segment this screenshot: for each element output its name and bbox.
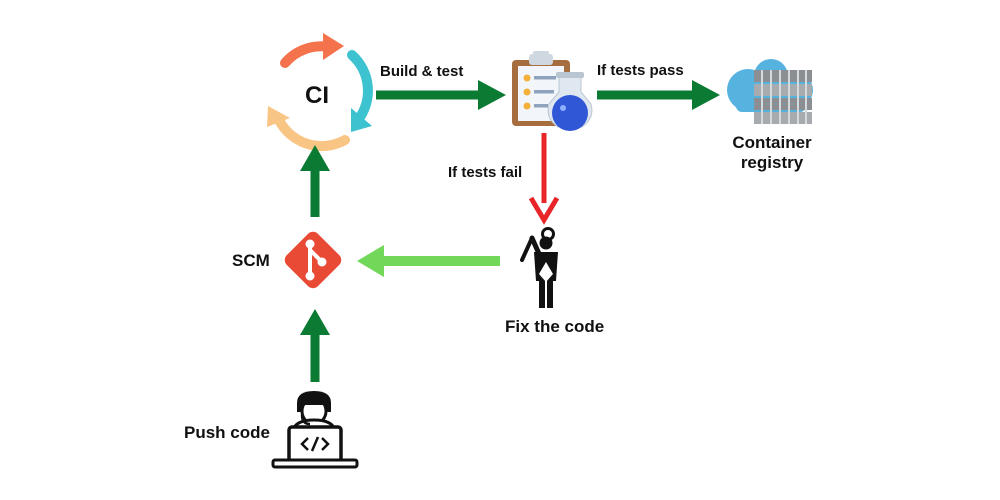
- scm-label: SCM: [232, 251, 270, 270]
- tests-fail-label: If tests fail: [448, 164, 523, 181]
- developer-wrench-icon: [520, 227, 558, 308]
- push-code-label: Push code: [184, 423, 270, 442]
- push-to-scm-arrow: [300, 309, 330, 382]
- container-registry-label-line2: registry: [740, 152, 804, 172]
- developer-laptop-icon: [271, 391, 359, 469]
- tests-pass-label: If tests pass: [597, 62, 684, 79]
- test-clipboard-flask-icon: [512, 51, 593, 131]
- fix-to-scm-arrow: [357, 245, 500, 277]
- container-registry-label: Container registry: [712, 133, 832, 172]
- tests-fail-arrow: [528, 133, 560, 225]
- build-test-label: Build & test: [380, 63, 464, 80]
- fix-code-label: Fix the code: [505, 317, 605, 336]
- tests-pass-arrow: [597, 80, 720, 110]
- build-test-arrow: [376, 80, 506, 110]
- container-registry-label-line1: Container: [732, 133, 812, 152]
- scm-to-ci-arrow: [300, 145, 330, 217]
- container-registry-icon: [727, 59, 813, 124]
- ci-cycle-icon: [267, 33, 373, 152]
- ci-label: CI: [305, 82, 329, 109]
- git-icon: [284, 231, 342, 289]
